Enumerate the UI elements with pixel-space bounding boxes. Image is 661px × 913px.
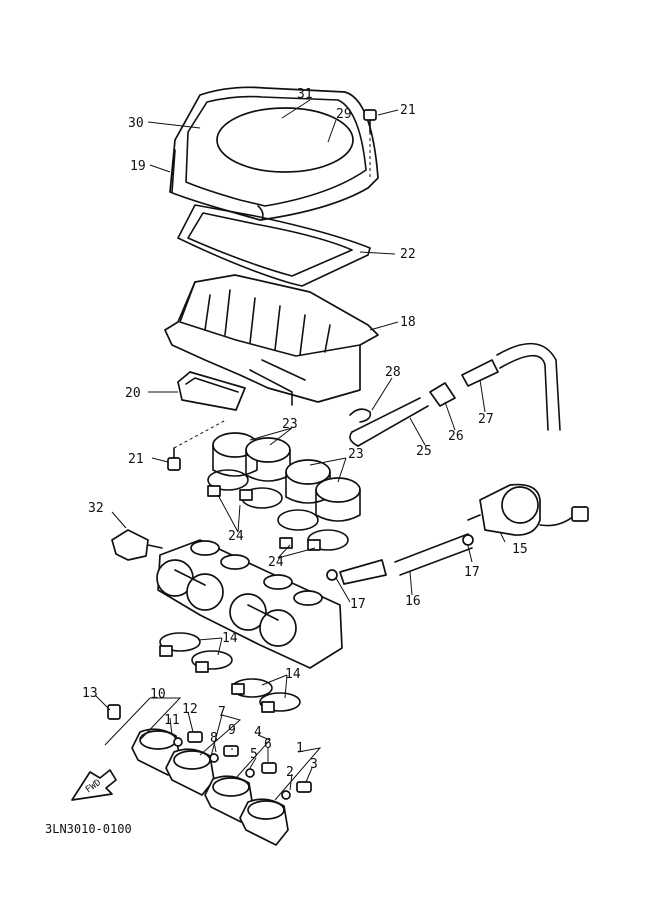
callout-13: 13 (82, 686, 98, 701)
callout-7: 7 (218, 705, 226, 720)
callout-5: 5 (250, 747, 258, 762)
callout-14-top: 14 (222, 631, 238, 646)
callout-15: 15 (512, 542, 528, 557)
callout-8: 8 (210, 731, 218, 746)
part-18-air-cleaner-case (164, 274, 379, 406)
callout-21-lower: 21 (128, 452, 144, 467)
callout-32: 32 (88, 501, 104, 516)
callout-17-right: 17 (464, 565, 480, 580)
callout-26: 26 (448, 429, 464, 444)
part-32-throttle-sensor (111, 529, 163, 561)
callout-19: 19 (130, 159, 146, 174)
callout-28: 28 (385, 365, 401, 380)
callout-17: 17 (350, 597, 366, 612)
leader-lines (95, 99, 506, 801)
part-23-carburetor-joints (212, 432, 361, 522)
part-21-screw-lower (167, 419, 227, 471)
carburetor-assembly (156, 539, 343, 669)
screws-and-washers (107, 704, 312, 800)
callout-14: 14 (285, 667, 301, 682)
callout-23-top: 23 (282, 417, 298, 432)
callout-1: 1 (296, 741, 304, 756)
fwd-arrow-icon: FWD (71, 769, 117, 801)
callout-2: 2 (286, 765, 294, 780)
callout-4: 4 (254, 725, 262, 740)
callout-12: 12 (182, 702, 198, 717)
part-17-clips (326, 534, 474, 581)
intake-manifolds (131, 728, 289, 846)
part-26-fuel-filter (429, 382, 456, 407)
callout-6: 6 (264, 737, 272, 752)
callout-20: 20 (125, 386, 141, 401)
callout-21: 21 (400, 103, 416, 118)
part-14-clamps (159, 632, 301, 713)
callout-30: 30 (128, 116, 144, 131)
callout-31: 31 (297, 87, 313, 102)
callout-24-top: 24 (228, 529, 244, 544)
part-27-hose (496, 342, 561, 431)
callout-10: 10 (150, 687, 166, 702)
callout-23: 23 (348, 447, 364, 462)
part-28-clip (349, 408, 372, 423)
part-31-element-cap (216, 107, 354, 173)
callout-22: 22 (400, 247, 416, 262)
part-19-air-cleaner-cover (169, 86, 379, 221)
callout-18: 18 (400, 315, 416, 330)
callout-3: 3 (310, 757, 318, 772)
part-24-clamps (207, 469, 349, 551)
part-15-fuel-pump (467, 483, 589, 536)
callout-9: 9 (228, 723, 236, 738)
part-22-gasket (177, 204, 371, 287)
part-20-joint (177, 371, 246, 411)
callout-25: 25 (416, 444, 432, 459)
callouts: 31 30 29 21 19 22 18 20 28 23 21 23 25 2… (82, 87, 528, 780)
callout-24: 24 (268, 555, 284, 570)
drawing-code: 3LN3010-0100 (45, 822, 132, 836)
part-25-hose (351, 397, 429, 447)
callout-27: 27 (478, 412, 494, 427)
part-16-hose (394, 533, 473, 576)
callout-16: 16 (405, 594, 421, 609)
callout-29: 29 (336, 107, 352, 122)
fuel-hoses (339, 342, 561, 585)
part-21-screw (363, 109, 377, 178)
callout-11: 11 (164, 713, 180, 728)
